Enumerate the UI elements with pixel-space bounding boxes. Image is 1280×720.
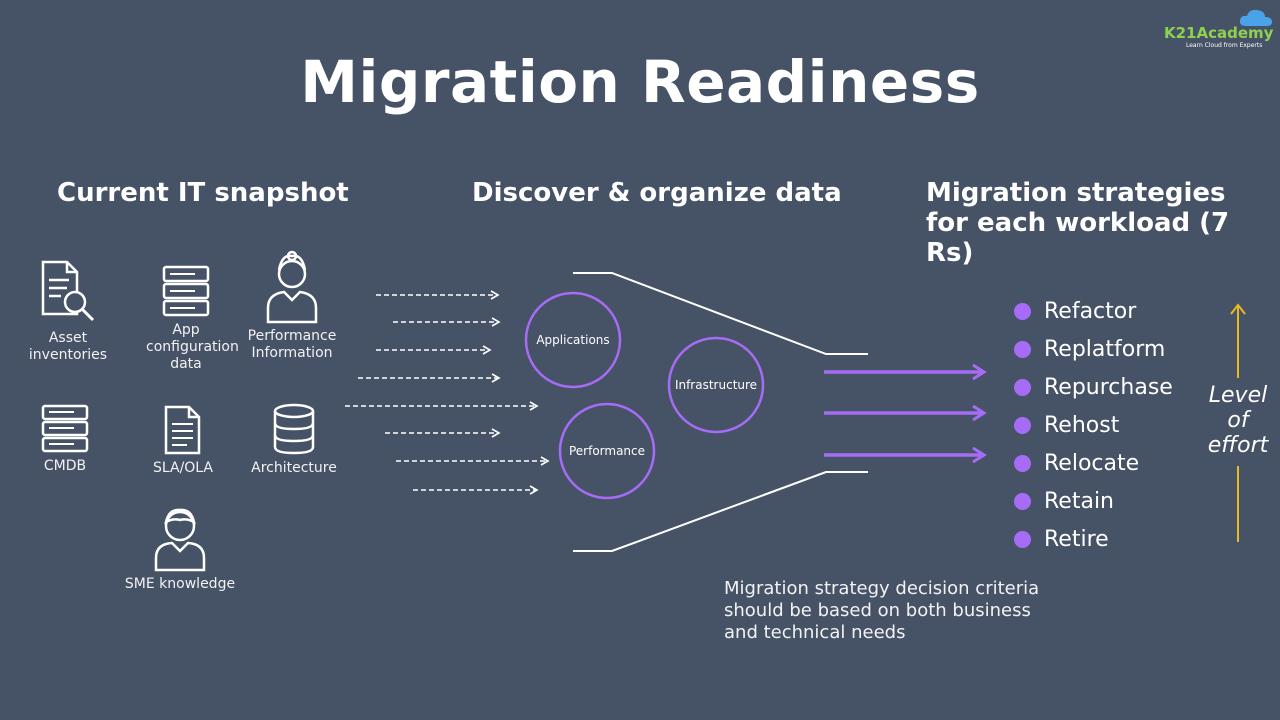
strategy-item: Retain (1014, 482, 1173, 520)
infrastructure-circle: Infrastructure (667, 336, 765, 434)
bullet-icon (1014, 454, 1031, 472)
source-asset-inventories: Asset inventories (8, 258, 128, 364)
asset-inventories-label: Asset inventories (28, 330, 108, 363)
source-app-configuration: App configuration data (136, 264, 239, 373)
strategy-item: Repurchase (1014, 368, 1173, 406)
sla-ola-label: SLA/OLA (152, 460, 214, 476)
strategy-item: Rehost (1014, 406, 1173, 444)
architecture-label: Architecture (251, 460, 337, 476)
logo-tagline: Learn Cloud from Experts (1186, 42, 1263, 49)
effort-arrow (1230, 303, 1246, 542)
sme-knowledge-label: SME knowledge (124, 576, 236, 592)
snapshot-heading: Current IT snapshot (57, 178, 349, 208)
strategy-list: Refactor Replatform Repurchase Rehost Re… (1014, 292, 1173, 558)
performance-information-label: Performance Information (247, 328, 337, 361)
source-cmdb: CMDB (30, 404, 100, 475)
strategy-item: Replatform (1014, 330, 1173, 368)
server-icon (41, 404, 89, 453)
bullet-icon (1014, 492, 1031, 510)
app-configuration-label: App configuration data (146, 322, 239, 372)
funnel-top-line (573, 272, 868, 355)
k21academy-logo: K21Academy Learn Cloud from Experts (1164, 8, 1280, 52)
funnel-bottom-line (573, 471, 868, 552)
strategies-heading: Migration strategies for each workload (… (926, 178, 1230, 268)
bullet-icon (1014, 340, 1031, 358)
output-arrows (824, 363, 987, 464)
infrastructure-label: Infrastructure (675, 378, 757, 392)
bullet-icon (1014, 530, 1031, 548)
source-performance-information: Performance Information (242, 250, 342, 362)
bullet-icon (1014, 302, 1031, 320)
bullet-icon (1014, 416, 1031, 434)
logo-name: K21Academy (1164, 24, 1274, 42)
bullet-icon (1014, 378, 1031, 396)
discover-heading: Discover & organize data (472, 178, 842, 208)
database-icon (273, 403, 315, 455)
strategy-item: Retire (1014, 520, 1173, 558)
person-icon (154, 508, 206, 572)
strategy-item: Refactor (1014, 292, 1173, 330)
source-architecture: Architecture (244, 402, 344, 477)
performance-circle: Performance (558, 402, 656, 500)
document-icon (164, 405, 201, 455)
document-search-icon (41, 260, 95, 322)
applications-circle: Applications (524, 291, 622, 389)
input-arrows (345, 290, 550, 495)
applications-label: Applications (536, 333, 609, 347)
person-icon (266, 250, 318, 324)
performance-label: Performance (569, 444, 645, 458)
cloud-icon (1239, 9, 1272, 26)
effort-label: Level of effort (1207, 383, 1269, 458)
source-sme-knowledge: SME knowledge (120, 506, 240, 593)
page-title: Migration Readiness (300, 48, 980, 116)
source-sla-ola: SLA/OLA (143, 404, 223, 477)
strategy-item: Relocate (1014, 444, 1173, 482)
decision-criteria-note: Migration strategy decision criteria sho… (724, 578, 1040, 643)
server-icon (162, 265, 210, 317)
cmdb-label: CMDB (43, 458, 87, 474)
